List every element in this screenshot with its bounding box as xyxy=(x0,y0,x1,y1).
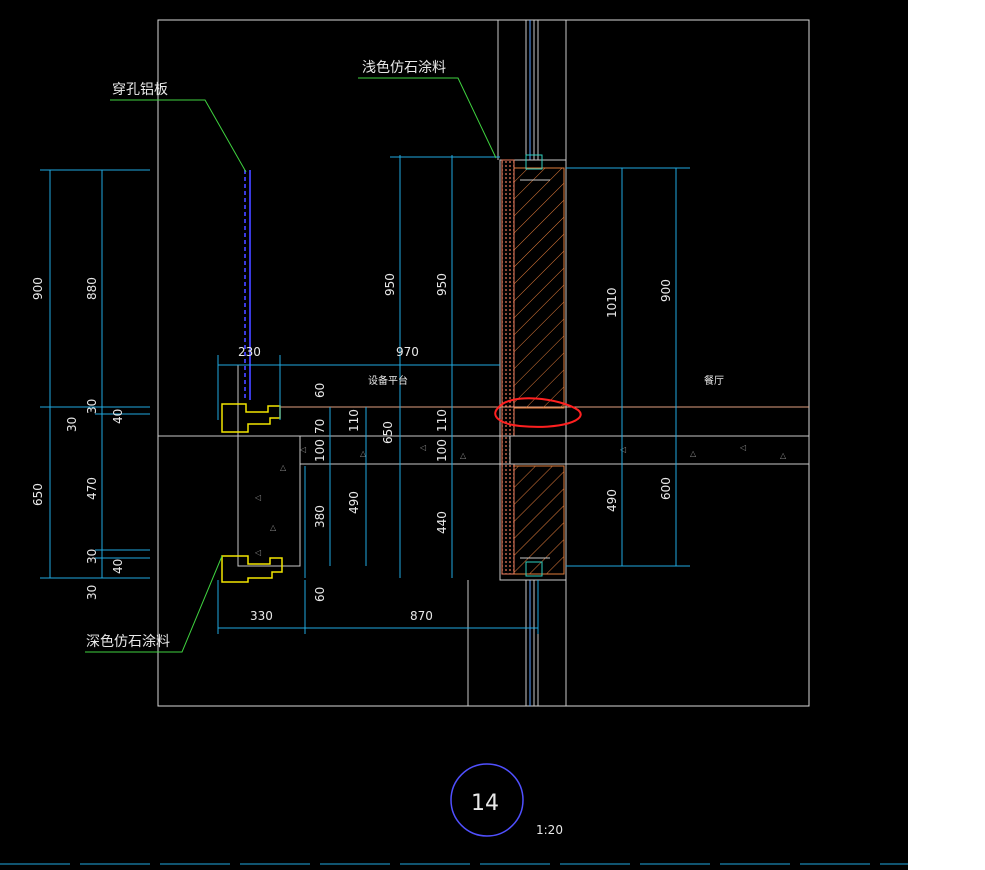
exterior-wall xyxy=(499,159,567,581)
detail-number: 14 xyxy=(471,791,499,816)
dim-mid-70: 70 xyxy=(313,419,327,434)
dim-970: 970 xyxy=(396,345,419,359)
svg-text:△: △ xyxy=(270,523,277,532)
dim-mid-490a: 490 xyxy=(347,491,361,514)
perforated-panel xyxy=(237,170,251,566)
detail-scale: 1:20 xyxy=(536,823,563,837)
section-drawing: ◁ △ ◁ △ ◁ △ ◁ △ ◁ △ ◁ △ xyxy=(0,19,908,865)
dim-right-900: 900 xyxy=(659,279,673,302)
dim-330: 330 xyxy=(250,609,273,623)
svg-text:△: △ xyxy=(360,449,367,458)
dim-mid-100b: 100 xyxy=(435,439,449,462)
dim-mid-60b: 60 xyxy=(313,587,327,602)
svg-text:◁: ◁ xyxy=(419,443,426,452)
dim-left-470: 470 xyxy=(85,477,99,500)
dimension-lines xyxy=(40,155,690,634)
curtain-wall-lines xyxy=(467,20,567,706)
svg-text:◁: ◁ xyxy=(299,445,306,454)
svg-text:◁: ◁ xyxy=(254,548,261,557)
side-strip xyxy=(908,0,985,870)
red-annotation xyxy=(494,397,582,428)
dim-230: 230 xyxy=(238,345,261,359)
dim-mid-950b: 950 xyxy=(435,273,449,296)
dim-left-40b: 40 xyxy=(111,559,125,574)
dim-mid-100a: 100 xyxy=(313,439,327,462)
dim-mid-380: 380 xyxy=(313,505,327,528)
svg-text:◁: ◁ xyxy=(254,493,261,502)
dim-left-40a: 40 xyxy=(111,409,125,424)
svg-text:△: △ xyxy=(690,449,697,458)
dim-mid-110b: 110 xyxy=(435,409,449,432)
cad-canvas[interactable]: ◁ △ ◁ △ ◁ △ ◁ △ ◁ △ ◁ △ xyxy=(0,0,908,870)
dim-left-30c: 30 xyxy=(85,549,99,564)
drawing-frame xyxy=(157,19,810,707)
svg-text:◁: ◁ xyxy=(619,445,626,454)
dim-right-1010: 1010 xyxy=(605,287,619,318)
label-dark-coating: 深色仿石涂料 xyxy=(86,633,170,650)
dim-right-600: 600 xyxy=(659,477,673,500)
dim-left-900: 900 xyxy=(31,277,45,300)
svg-text:△: △ xyxy=(780,451,787,460)
dim-mid-440: 440 xyxy=(435,511,449,534)
dim-mid-60a: 60 xyxy=(313,383,327,398)
label-hall: 餐厅 xyxy=(704,374,724,387)
detail-bubble xyxy=(450,763,524,837)
dim-left-880: 880 xyxy=(85,277,99,300)
dim-left-650: 650 xyxy=(31,483,45,506)
dim-left-30b: 30 xyxy=(65,417,79,432)
anchor-brackets xyxy=(520,154,550,577)
dim-right-490: 490 xyxy=(605,489,619,512)
svg-text:△: △ xyxy=(460,451,467,460)
leader-lines xyxy=(85,77,497,653)
dim-left-30d: 30 xyxy=(85,585,99,600)
svg-text:◁: ◁ xyxy=(739,443,746,452)
dim-870: 870 xyxy=(410,609,433,623)
label-equipment-platform: 设备平台 xyxy=(368,374,408,387)
dim-left-30a: 30 xyxy=(85,399,99,414)
svg-text:△: △ xyxy=(280,463,287,472)
dim-mid-110a: 110 xyxy=(347,409,361,432)
dim-mid-950a: 950 xyxy=(383,273,397,296)
dim-mid-650: 650 xyxy=(381,421,395,444)
label-light-coating: 浅色仿石涂料 xyxy=(362,59,446,76)
label-perforated-panel: 穿孔铝板 xyxy=(112,82,168,98)
